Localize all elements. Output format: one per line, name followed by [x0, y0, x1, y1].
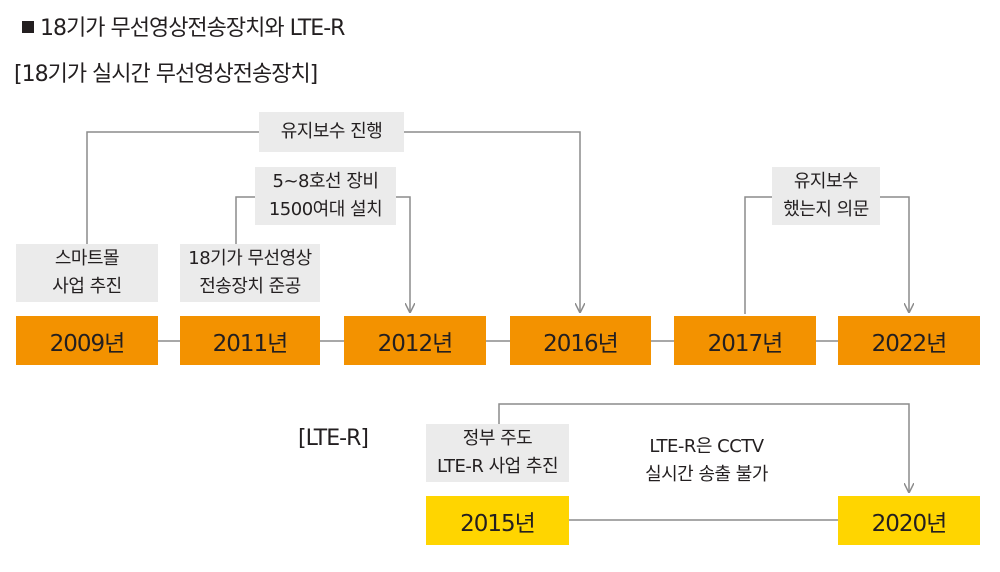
note-completion: 18기가 무선영상 전송장치 준공: [180, 244, 320, 302]
note-maintenance-text: 유지보수 진행: [280, 121, 383, 142]
note-doubt-line2: 했는지 의문: [783, 199, 869, 220]
section-title-lte-r: [LTE-R]: [298, 426, 369, 451]
note-government: 정부 주도 LTE-R 사업 추진: [426, 424, 569, 482]
year-box-2022: 2022년: [838, 316, 980, 365]
lte-arrow: [498, 403, 909, 492]
note-government-line2: LTE-R 사업 추진: [436, 456, 559, 477]
note-cctv-line1: LTE-R은 CCTV: [649, 436, 764, 457]
year-box-2012: 2012년: [344, 316, 486, 365]
year-box-2016: 2016년: [510, 316, 651, 365]
year-box-2017: 2017년: [674, 316, 816, 365]
section-title-18ghz: [18기가 실시간 무선영상전송장치]: [14, 62, 318, 87]
note-install-line1: 5~8호선 장비: [272, 171, 379, 192]
note-install-line2: 1500여대 설치: [268, 199, 383, 220]
note-cctv: LTE-R은 CCTV 실시간 송출 불가: [634, 432, 779, 490]
note-completion-line1: 18기가 무선영상: [188, 248, 312, 269]
note-doubt: 유지보수 했는지 의문: [772, 167, 880, 225]
page-title: 18기가 무선영상전송장치와 LTE-R: [22, 10, 345, 42]
note-doubt-line1: 유지보수: [793, 171, 859, 192]
note-smartmall: 스마트몰 사업 추진: [16, 244, 158, 302]
note-maintenance: 유지보수 진행: [259, 112, 404, 152]
year-box-2009: 2009년: [16, 316, 158, 365]
note-government-line1: 정부 주도: [462, 428, 533, 449]
note-smartmall-line1: 스마트몰: [54, 248, 120, 269]
note-cctv-line2: 실시간 송출 불가: [645, 464, 768, 485]
year-box-2011: 2011년: [180, 316, 320, 365]
note-smartmall-line2: 사업 추진: [52, 276, 122, 297]
note-completion-line2: 전송장치 준공: [199, 276, 301, 297]
year-box-2015: 2015년: [426, 496, 569, 545]
note-install: 5~8호선 장비 1500여대 설치: [255, 167, 396, 225]
year-box-2020: 2020년: [838, 496, 980, 545]
page-title-text: 18기가 무선영상전송장치와 LTE-R: [40, 16, 345, 41]
bullet-square-icon: [22, 21, 34, 33]
